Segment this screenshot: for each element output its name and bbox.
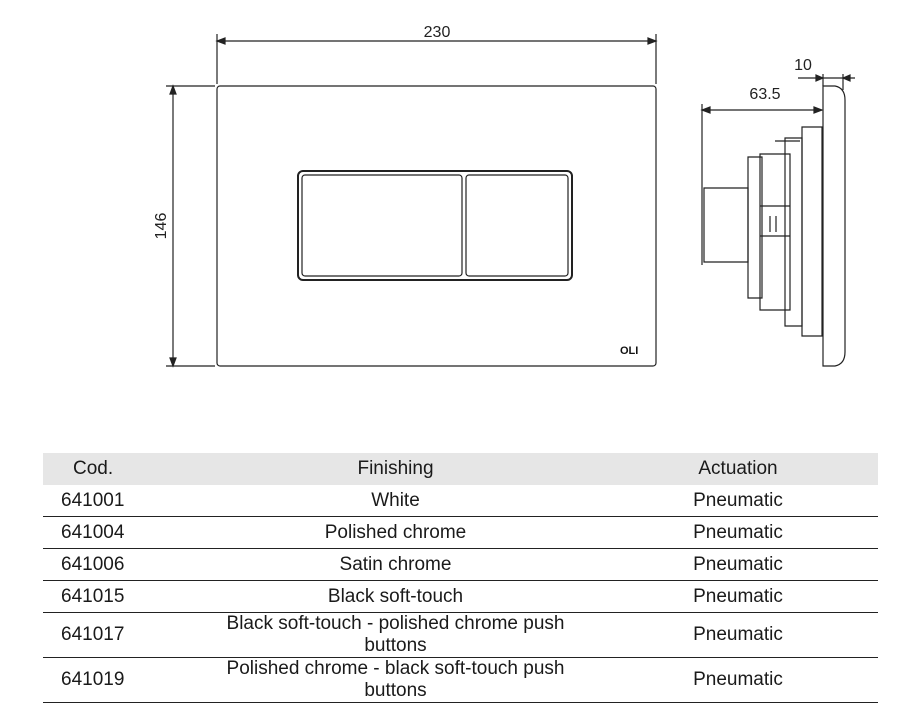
large-push-button	[301, 174, 463, 277]
cell-actuation: Pneumatic	[598, 580, 878, 613]
header-actuation: Actuation	[598, 453, 878, 485]
svg-text:146: 146	[153, 213, 170, 240]
table-header-row: Cod. Finishing Actuation	[43, 453, 878, 485]
cell-code: 641019	[43, 657, 193, 703]
header-finishing: Finishing	[193, 453, 598, 485]
svg-text:10: 10	[794, 57, 812, 74]
thickness-dimension: 10	[794, 57, 855, 90]
cell-code: 641001	[43, 485, 193, 517]
side-view	[703, 85, 846, 367]
cell-code: 641015	[43, 580, 193, 613]
oli-logo: OLI	[620, 345, 638, 357]
cell-actuation: Pneumatic	[598, 485, 878, 517]
svg-text:230: 230	[424, 24, 451, 41]
cell-actuation: Pneumatic	[598, 657, 878, 703]
cell-code: 641004	[43, 516, 193, 549]
cell-finishing: Polished chrome - black soft-touch push …	[193, 657, 598, 703]
height-dimension: 146	[153, 84, 215, 368]
depth-dimension: 63.5	[700, 86, 824, 265]
front-view: OLI	[216, 85, 657, 367]
svg-text:63.5: 63.5	[749, 86, 780, 103]
small-push-button	[465, 174, 569, 277]
flush-plate-outline	[216, 85, 657, 367]
technical-drawing: OLI 230 146 63.5 10	[153, 24, 855, 368]
cell-code: 641017	[43, 612, 193, 658]
cell-actuation: Pneumatic	[598, 516, 878, 549]
cell-finishing: Black soft-touch - polished chrome push …	[193, 612, 598, 658]
cell-finishing: Black soft-touch	[193, 580, 598, 613]
header-code: Cod.	[43, 453, 193, 485]
cell-actuation: Pneumatic	[598, 612, 878, 658]
cell-finishing: Satin chrome	[193, 548, 598, 581]
button-frame	[297, 170, 573, 281]
cell-code: 641006	[43, 548, 193, 581]
cell-finishing: White	[193, 485, 598, 517]
cell-actuation: Pneumatic	[598, 548, 878, 581]
width-dimension: 230	[215, 24, 658, 84]
cell-finishing: Polished chrome	[193, 516, 598, 549]
